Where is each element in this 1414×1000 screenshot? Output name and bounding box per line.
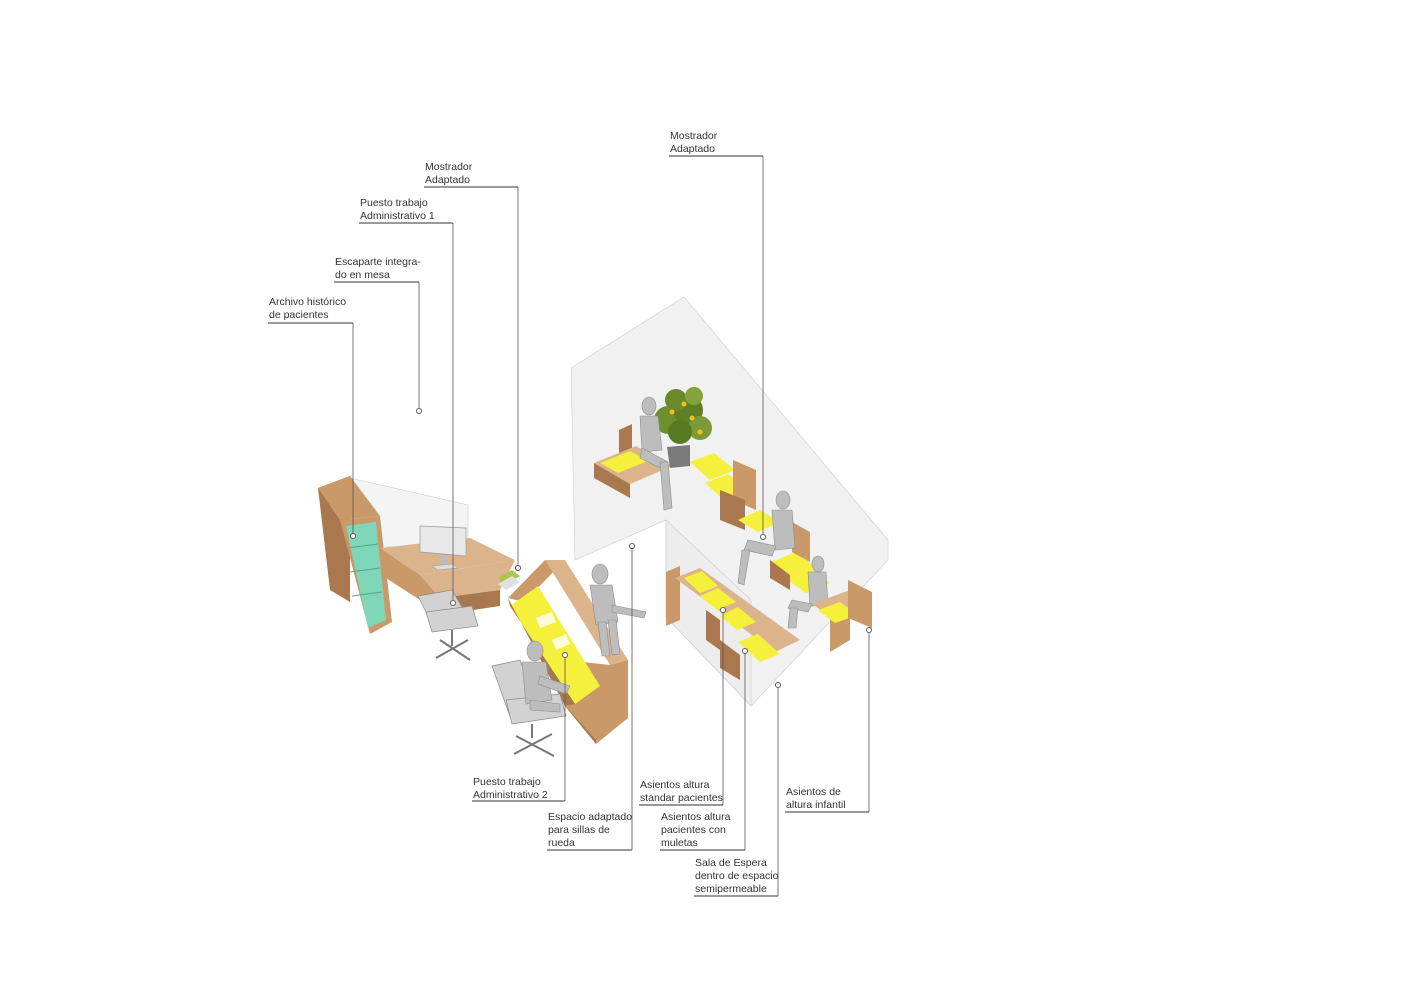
archive-cabinet xyxy=(318,476,392,634)
label-mostrador-2: Mostrador Adaptado xyxy=(670,130,720,155)
callout-dot-espacio-sillas xyxy=(628,542,636,550)
callout-dot-archivo xyxy=(349,532,357,540)
potted-plant xyxy=(654,387,712,468)
label-asientos-infantil: Asientos de altura infantil xyxy=(786,786,846,811)
mannequin-standing xyxy=(589,563,647,657)
mannequin-seated-1 xyxy=(639,396,673,511)
label-espacio-sillas: Espacio adaptado para sillas de rueda xyxy=(548,811,635,849)
callout-dot-sala-espera xyxy=(774,681,782,689)
reception-area xyxy=(318,476,647,757)
leader-lines xyxy=(268,155,873,897)
label-mostrador-1: Mostrador Adaptado xyxy=(425,161,475,186)
books xyxy=(498,570,520,590)
label-asientos-standar: Asientos altura standar pacientes xyxy=(640,779,723,804)
monitor xyxy=(419,525,467,571)
label-archivo: Archivo histórico de pacientes xyxy=(269,296,349,321)
label-sala-espera: Sala de Espera dentro de espacio semiper… xyxy=(695,857,781,895)
bench-front xyxy=(666,566,872,680)
callout-dot-puesto-2 xyxy=(561,651,569,659)
label-asientos-muletas: Asientos altura pacientes con muletas xyxy=(661,811,733,849)
label-escaparte: Escaparte integra- do en mesa xyxy=(335,256,424,281)
office-chair-1 xyxy=(417,589,479,661)
callout-dot-asientos-infantil xyxy=(865,626,873,634)
callout-dot-escaparte xyxy=(415,407,423,415)
callout-dot-mostrador-2 xyxy=(759,533,767,541)
label-puesto-2: Puesto trabajo Administrativo 2 xyxy=(473,776,548,801)
mannequin-seated-2 xyxy=(737,490,796,586)
callout-labels: Mostrador Adaptado Puesto trabajo Admini… xyxy=(269,130,846,895)
mannequin-seated-admin xyxy=(521,640,571,713)
mannequin-seated-3 xyxy=(787,555,829,629)
callout-dot-puesto-1 xyxy=(449,599,457,607)
callout-dot-mostrador-1 xyxy=(514,564,522,572)
callout-dot-asientos-muletas xyxy=(741,647,749,655)
adapted-counter xyxy=(508,560,628,744)
callout-dot-asientos-standar xyxy=(719,606,727,614)
waiting-area xyxy=(570,296,889,707)
label-puesto-1: Puesto trabajo Administrativo 1 xyxy=(360,197,435,222)
